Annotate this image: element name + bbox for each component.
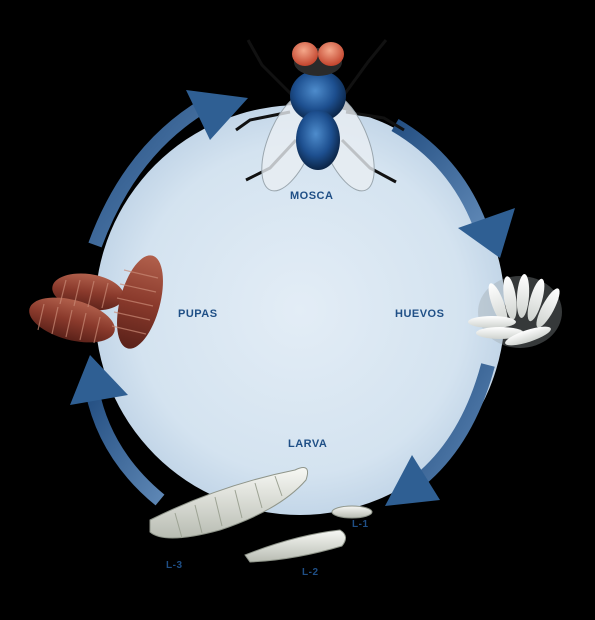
pupae-illustration (29, 255, 163, 349)
egg (536, 288, 560, 328)
egg (527, 278, 545, 322)
egg (505, 326, 551, 346)
larvae-illustration (149, 467, 373, 563)
pupa (29, 297, 115, 343)
fly-illustration (235, 39, 405, 192)
fly-abdomen (296, 110, 340, 170)
larva-l2 (244, 529, 346, 563)
label-huevos: HUEVOS (395, 308, 445, 320)
arrow-eggs-to-larva-head (385, 455, 440, 506)
life-cycle-disc (95, 105, 505, 515)
label-l1: L-1 (352, 519, 369, 530)
pupa-segments (37, 269, 159, 344)
larva-l3-segments (174, 475, 283, 539)
arrow-eggs-to-larva (415, 363, 495, 486)
cycle-arrows (70, 90, 515, 506)
egg (476, 327, 524, 339)
label-pupas: PUPAS (178, 308, 218, 320)
arrow-pupae-to-fly (88, 98, 209, 248)
arrow-fly-to-eggs-head (458, 208, 515, 258)
larva-l3 (149, 467, 309, 539)
arrow-larva-to-pupae-head (70, 355, 128, 405)
egg (516, 274, 530, 318)
label-l2: L-2 (302, 567, 319, 578)
label-l3: L-3 (166, 560, 183, 571)
fly-right-eye (318, 42, 344, 66)
egg (488, 283, 508, 325)
arrow-pupae-to-fly-head (186, 90, 248, 140)
arrow-larva-to-pupae (85, 388, 165, 506)
fly-left-eye (292, 42, 318, 66)
fly-thorax (290, 70, 346, 122)
egg (503, 276, 517, 320)
pupa (117, 255, 163, 349)
eggs-illustration (468, 274, 562, 348)
larva-l1 (331, 505, 373, 519)
label-mosca: MOSCA (290, 190, 334, 202)
arrow-fly-to-eggs (391, 118, 487, 228)
label-larva: LARVA (288, 438, 328, 450)
egg (468, 316, 516, 328)
